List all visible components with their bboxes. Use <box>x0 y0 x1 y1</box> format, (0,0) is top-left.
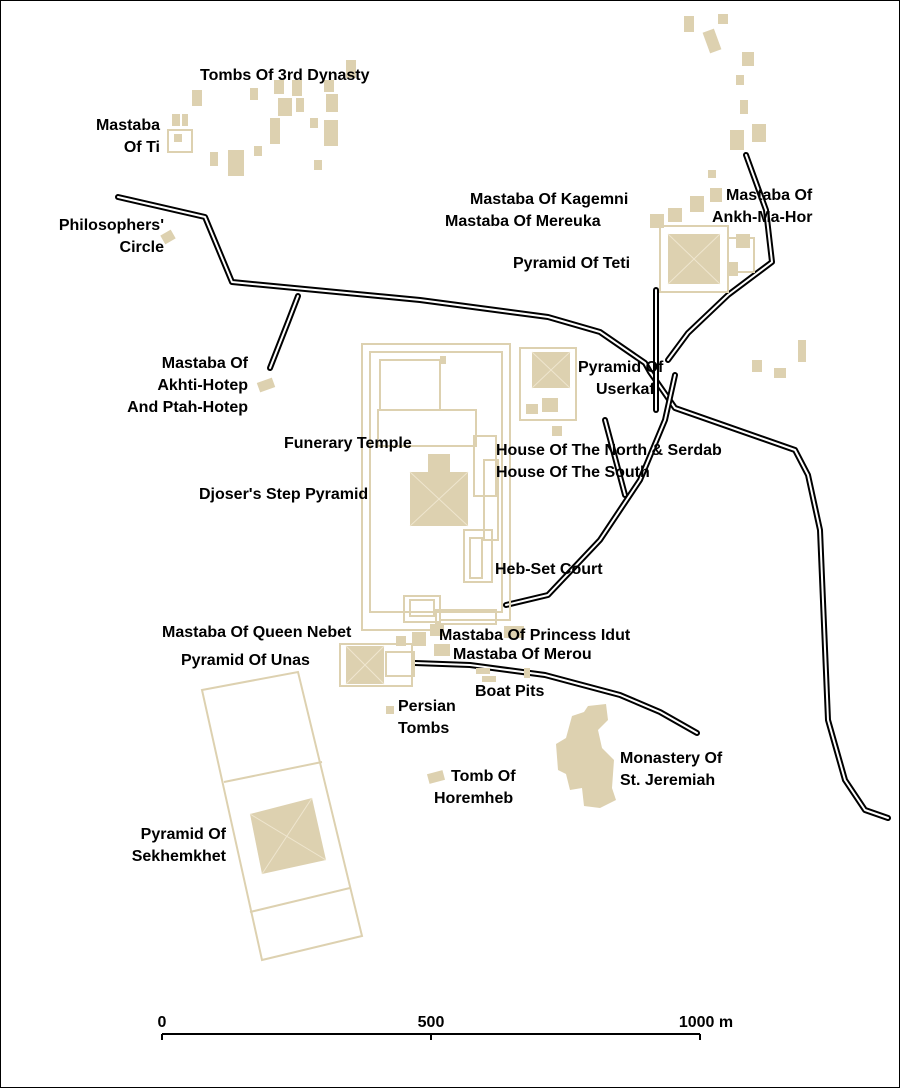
label-mastaba-of-mereuka: Mastaba Of Mereuka <box>445 213 601 230</box>
label-akhti-hotep-line1: Mastaba Of <box>162 355 249 372</box>
scale-label-1000: 1000 m <box>679 1014 733 1031</box>
label-mastaba-of-merou: Mastaba Of Merou <box>453 646 592 663</box>
label-house-of-the-south: House Of The South <box>496 464 650 481</box>
road-to-heb-set <box>602 417 628 498</box>
roads <box>115 152 891 821</box>
label-monastery-line2: St. Jeremiah <box>620 772 715 789</box>
label-akhti-hotep-line2: Akhti-Hotep <box>157 377 248 394</box>
road-north-east <box>665 152 775 363</box>
label-mastaba-of-ankh-ma-hor-line1: Mastaba Of <box>726 187 813 204</box>
label-pyramid-of-sekhemkhet-line2: Sekhemkhet <box>132 848 227 865</box>
label-mastaba-of-ti-line2: Of Ti <box>124 139 160 156</box>
map-labels: Tombs Of 3rd Dynasty Mastaba Of Ti Philo… <box>59 67 813 865</box>
label-pyramid-of-sekhemkhet-line1: Pyramid Of <box>141 826 227 843</box>
label-mastaba-of-kagemni: Mastaba Of Kagemni <box>470 191 628 208</box>
label-boat-pits: Boat Pits <box>475 683 544 700</box>
label-tomb-of-horemheb-line2: Horemheb <box>434 790 513 807</box>
monastery-of-st-jeremiah <box>556 704 616 808</box>
road-branch-akhti <box>267 293 301 371</box>
label-monastery-line1: Monastery Of <box>620 750 723 767</box>
label-tomb-of-horemheb-line1: Tomb Of <box>451 768 516 785</box>
label-funerary-temple: Funerary Temple <box>284 435 412 452</box>
pyramid-of-teti-complex <box>659 225 755 293</box>
label-house-of-the-north: House Of The North & Serdab <box>496 442 722 459</box>
pyramid-of-userkaf-complex <box>519 347 577 436</box>
label-akhti-hotep-line3: And Ptah-Hotep <box>127 399 248 416</box>
label-persian-tombs-line1: Persian <box>398 698 456 715</box>
road-south-west <box>503 372 678 608</box>
label-persian-tombs-line2: Tombs <box>398 720 449 737</box>
label-pyramid-of-teti: Pyramid Of Teti <box>513 255 630 272</box>
road-unas-causeway <box>412 660 700 736</box>
tombs-of-3rd-dynasty <box>167 60 356 176</box>
label-philosophers-circle-line1: Philosophers' <box>59 217 164 234</box>
label-mastaba-of-princess-idut: Mastaba Of Princess Idut <box>439 627 631 644</box>
misc-tombs <box>160 229 446 784</box>
label-philosophers-circle-line2: Circle <box>120 239 165 256</box>
label-pyramid-of-userkaf-line1: Pyramid Of <box>578 359 664 376</box>
scale-label-0: 0 <box>158 1014 167 1031</box>
pyramid-of-sekhemkhet-complex <box>200 670 364 962</box>
djoser-complex <box>361 343 511 631</box>
label-mastaba-of-queen-nebet: Mastaba Of Queen Nebet <box>162 624 352 641</box>
label-djosers-step-pyramid: Djoser's Step Pyramid <box>199 486 368 503</box>
label-heb-set-court: Heb-Set Court <box>495 561 603 578</box>
scale-bar: 0 500 1000 m <box>158 1014 733 1040</box>
label-pyramid-of-userkaf-line2: Userkaf <box>596 381 655 398</box>
label-mastaba-of-ti-line1: Mastaba <box>96 117 160 134</box>
label-tombs-3rd-dynasty: Tombs Of 3rd Dynasty <box>200 67 370 84</box>
road-main-east-west <box>115 194 891 821</box>
pyramid-of-unas-complex <box>339 624 530 714</box>
north-east-tombs <box>650 14 806 378</box>
scale-label-500: 500 <box>418 1014 445 1031</box>
label-mastaba-of-ankh-ma-hor-line2: Ankh-Ma-Hor <box>712 209 812 226</box>
label-pyramid-of-unas: Pyramid Of Unas <box>181 652 310 669</box>
